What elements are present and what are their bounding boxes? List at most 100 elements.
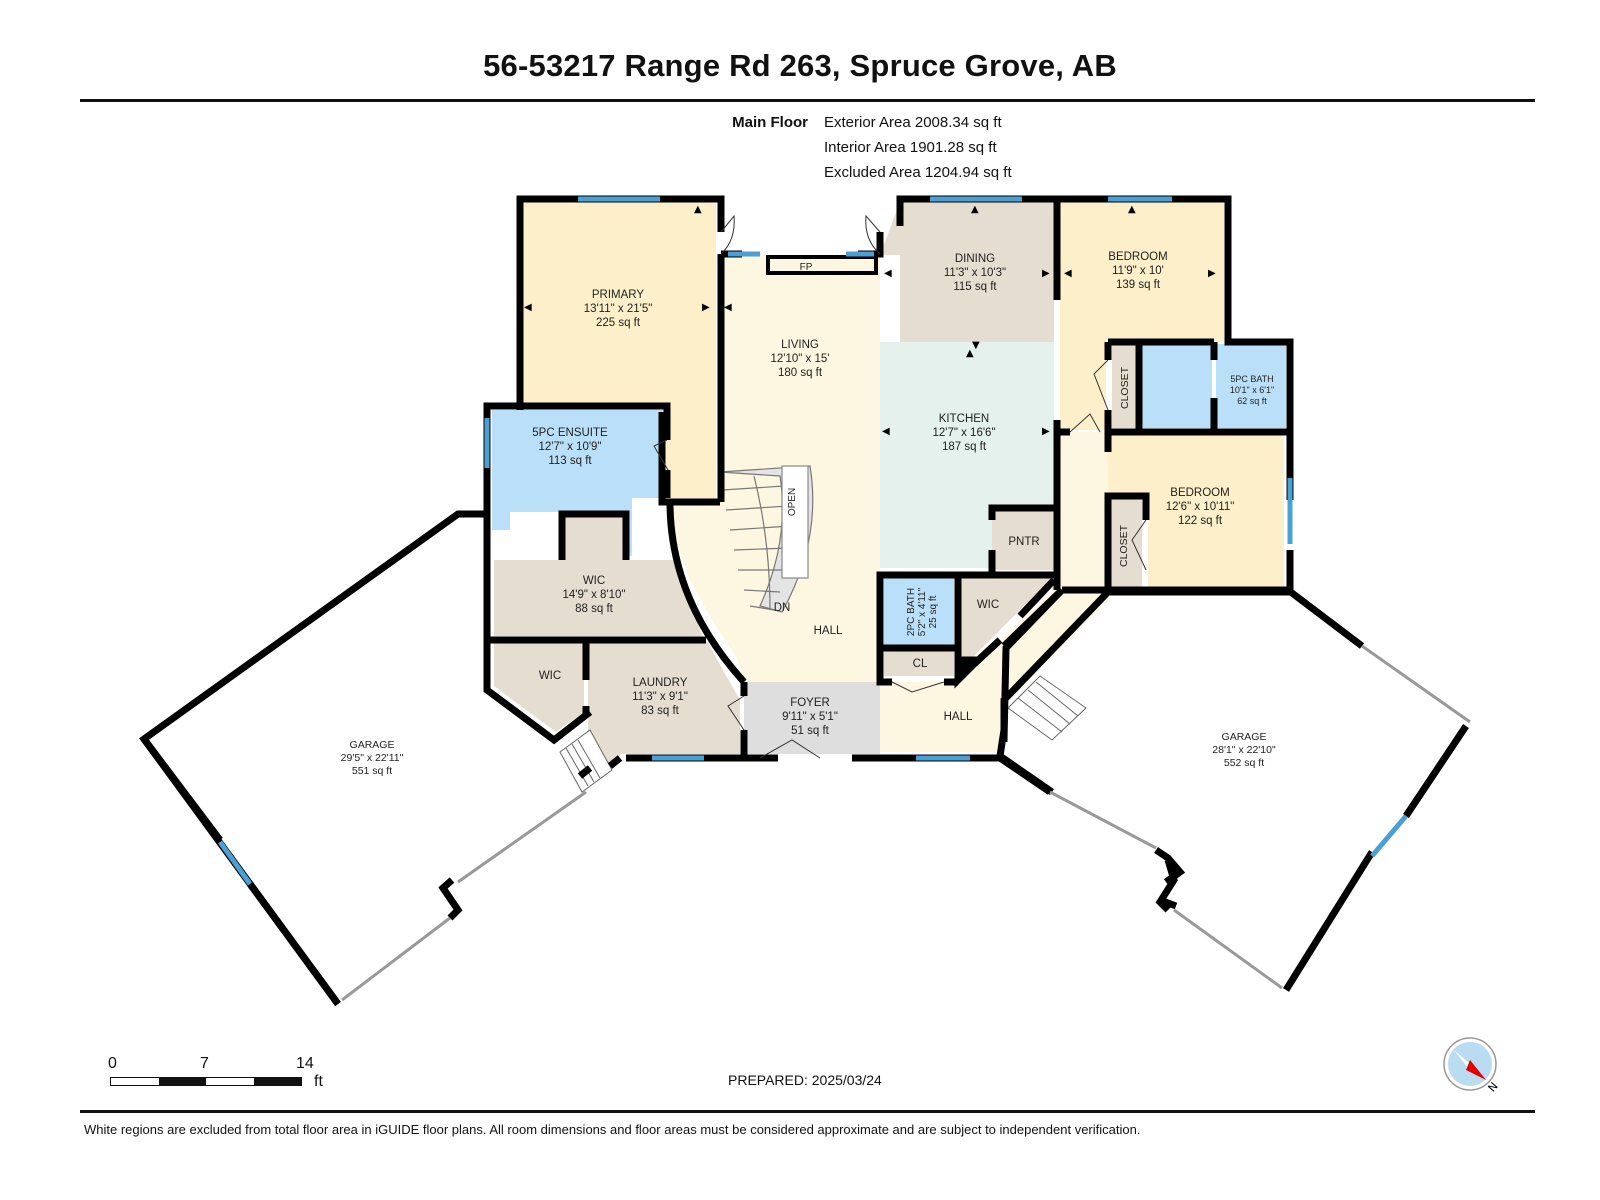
- svg-text:LAUNDRY: LAUNDRY: [633, 677, 688, 689]
- svg-text:11'3" x 9'1": 11'3" x 9'1": [632, 691, 688, 703]
- label-wic-small-west: WIC: [539, 670, 561, 682]
- svg-text:115 sq ft: 115 sq ft: [953, 281, 997, 293]
- svg-text:14'9" x 8'10": 14'9" x 8'10": [562, 589, 625, 601]
- svg-text:▶: ▶: [1042, 268, 1050, 279]
- svg-text:113 sq ft: 113 sq ft: [548, 455, 592, 467]
- svg-text:10'1" x 6'1": 10'1" x 6'1": [1230, 385, 1274, 395]
- svg-text:552 sq ft: 552 sq ft: [1224, 757, 1264, 769]
- svg-text:DINING: DINING: [955, 253, 995, 265]
- svg-text:◀: ◀: [882, 426, 890, 437]
- room-bedroom-2: [1108, 432, 1284, 588]
- compass-north-icon: N: [1443, 1037, 1501, 1095]
- room-dining: [880, 202, 1054, 342]
- svg-text:122 sq ft: 122 sq ft: [1178, 515, 1223, 527]
- svg-text:◀: ◀: [1064, 268, 1072, 279]
- walls: [139, 195, 1469, 1007]
- svg-text:▶: ▶: [1042, 426, 1050, 437]
- svg-text:◀: ◀: [884, 268, 892, 279]
- svg-text:FOYER: FOYER: [790, 697, 830, 709]
- garage-walls: [141, 736, 1186, 1007]
- room-labels: PRIMARY 13'11" x 21'5" 225 sq ft LIVING …: [341, 251, 1276, 777]
- room-wic-large: [494, 514, 702, 636]
- garage-steps-left: [559, 729, 613, 793]
- svg-text:83 sq ft: 83 sq ft: [641, 705, 680, 717]
- svg-text:11'9" x 10': 11'9" x 10': [1112, 265, 1164, 277]
- room-foyer: [744, 682, 880, 754]
- svg-text:▲: ▲: [694, 204, 702, 215]
- windows: [217, 196, 1408, 886]
- svg-text:12'7" x 16'6": 12'7" x 16'6": [932, 427, 995, 439]
- room-closet-1: [1112, 344, 1136, 428]
- svg-text:GARAGE: GARAGE: [350, 739, 395, 751]
- label-down: DN: [774, 602, 791, 614]
- room-pantry: [992, 508, 1054, 570]
- label-hall-east: HALL: [944, 711, 973, 723]
- svg-text:▶: ▶: [1208, 268, 1216, 279]
- svg-text:225 sq ft: 225 sq ft: [596, 317, 641, 329]
- svg-text:12'6" x 10'11": 12'6" x 10'11": [1166, 501, 1235, 513]
- interior-area: Interior Area 1901.28 sq ft: [824, 139, 997, 156]
- exterior-area: Exterior Area 2008.34 sq ft: [824, 114, 1002, 131]
- garage-steps-right: [1007, 675, 1087, 741]
- svg-text:▲: ▲: [1128, 204, 1136, 215]
- room-2pc-bath: [884, 578, 954, 646]
- svg-text:5'2" x 4'11": 5'2" x 4'11": [917, 587, 928, 636]
- room-closet-2: [1110, 498, 1142, 594]
- label-foyer: FOYER 9'11" x 5'1" 51 sq ft: [782, 697, 838, 737]
- header-divider: [80, 99, 1535, 102]
- compass-north-label: N: [1485, 1080, 1500, 1095]
- svg-text:KITCHEN: KITCHEN: [939, 413, 989, 425]
- label-2pc-bath: 2PC BATH 5'2" x 4'11" 25 sq ft: [906, 587, 939, 636]
- room-closet-cl: [884, 650, 954, 676]
- svg-text:11'3" x 10'3": 11'3" x 10'3": [944, 267, 1006, 279]
- door-swings: [653, 214, 1147, 759]
- dimension-arrows: ▲ ◀ ▶ ◀ ◀ ▶ ◀ ▶ ▲ ▲ ▼ ▲ ◀ ▶: [524, 204, 1216, 437]
- label-bedroom-1: BEDROOM 11'9" x 10' 139 sq ft: [1108, 251, 1167, 291]
- svg-text:▲: ▲: [971, 204, 979, 215]
- room-wic-center: [958, 576, 1054, 660]
- disclaimer-text: White regions are excluded from total fl…: [84, 1122, 1141, 1137]
- label-5pc-ensuite: 5PC ENSUITE 12'7" x 10'9" 113 sq ft: [532, 427, 608, 467]
- svg-text:187 sq ft: 187 sq ft: [942, 441, 987, 453]
- footer-divider: [80, 1110, 1535, 1113]
- label-kitchen: KITCHEN 12'7" x 16'6" 187 sq ft: [932, 413, 995, 453]
- svg-text:51 sq ft: 51 sq ft: [791, 725, 830, 737]
- svg-text:5PC ENSUITE: 5PC ENSUITE: [532, 427, 608, 439]
- label-living: LIVING 12'10" x 15' 180 sq ft: [771, 339, 830, 379]
- svg-text:▲: ▲: [966, 348, 974, 359]
- svg-text:◀: ◀: [724, 302, 732, 313]
- svg-text:29'5" x 22'11": 29'5" x 22'11": [341, 752, 404, 764]
- scale-tick-14: 14: [296, 1055, 314, 1072]
- room-5pc-bath: [1216, 344, 1286, 428]
- garage-doors: [341, 644, 1471, 1002]
- svg-text:BEDROOM: BEDROOM: [1170, 487, 1229, 499]
- scale-tick-0: 0: [108, 1055, 117, 1072]
- svg-text:▶: ▶: [702, 302, 710, 313]
- svg-text:WIC: WIC: [583, 575, 605, 587]
- svg-text:551 sq ft: 551 sq ft: [352, 765, 392, 777]
- room-wic-small-west: [494, 642, 584, 732]
- label-garage-right: GARAGE 28'1" x 22'10" 552 sq ft: [1212, 731, 1276, 769]
- room-laundry: [588, 642, 740, 764]
- label-closet-cl: CL: [913, 658, 928, 670]
- svg-text:▼: ▼: [972, 340, 980, 351]
- svg-text:2PC BATH: 2PC BATH: [906, 588, 917, 636]
- svg-text:PRIMARY: PRIMARY: [592, 289, 645, 301]
- svg-text:62 sq ft: 62 sq ft: [1237, 396, 1267, 406]
- label-primary: PRIMARY 13'11" x 21'5" 225 sq ft: [584, 289, 653, 329]
- label-laundry: LAUNDRY 11'3" x 9'1" 83 sq ft: [632, 677, 688, 717]
- label-5pc-bath: 5PC BATH 10'1" x 6'1" 62 sq ft: [1230, 374, 1274, 406]
- room-kitchen: [880, 342, 1054, 568]
- label-closet-1: CLOSET: [1119, 366, 1131, 409]
- staircase-down: [719, 465, 814, 613]
- svg-text:139 sq ft: 139 sq ft: [1116, 279, 1161, 291]
- svg-text:13'11" x 21'5": 13'11" x 21'5": [584, 303, 653, 315]
- svg-text:◀: ◀: [524, 302, 532, 313]
- svg-text:25 sq ft: 25 sq ft: [928, 595, 939, 628]
- label-open: OPEN: [787, 488, 798, 516]
- svg-text:GARAGE: GARAGE: [1222, 731, 1267, 743]
- room-bedroom-1: [1060, 202, 1224, 430]
- svg-text:12'7" x 10'9": 12'7" x 10'9": [538, 441, 601, 453]
- excluded-area: Excluded Area 1204.94 sq ft: [824, 164, 1012, 181]
